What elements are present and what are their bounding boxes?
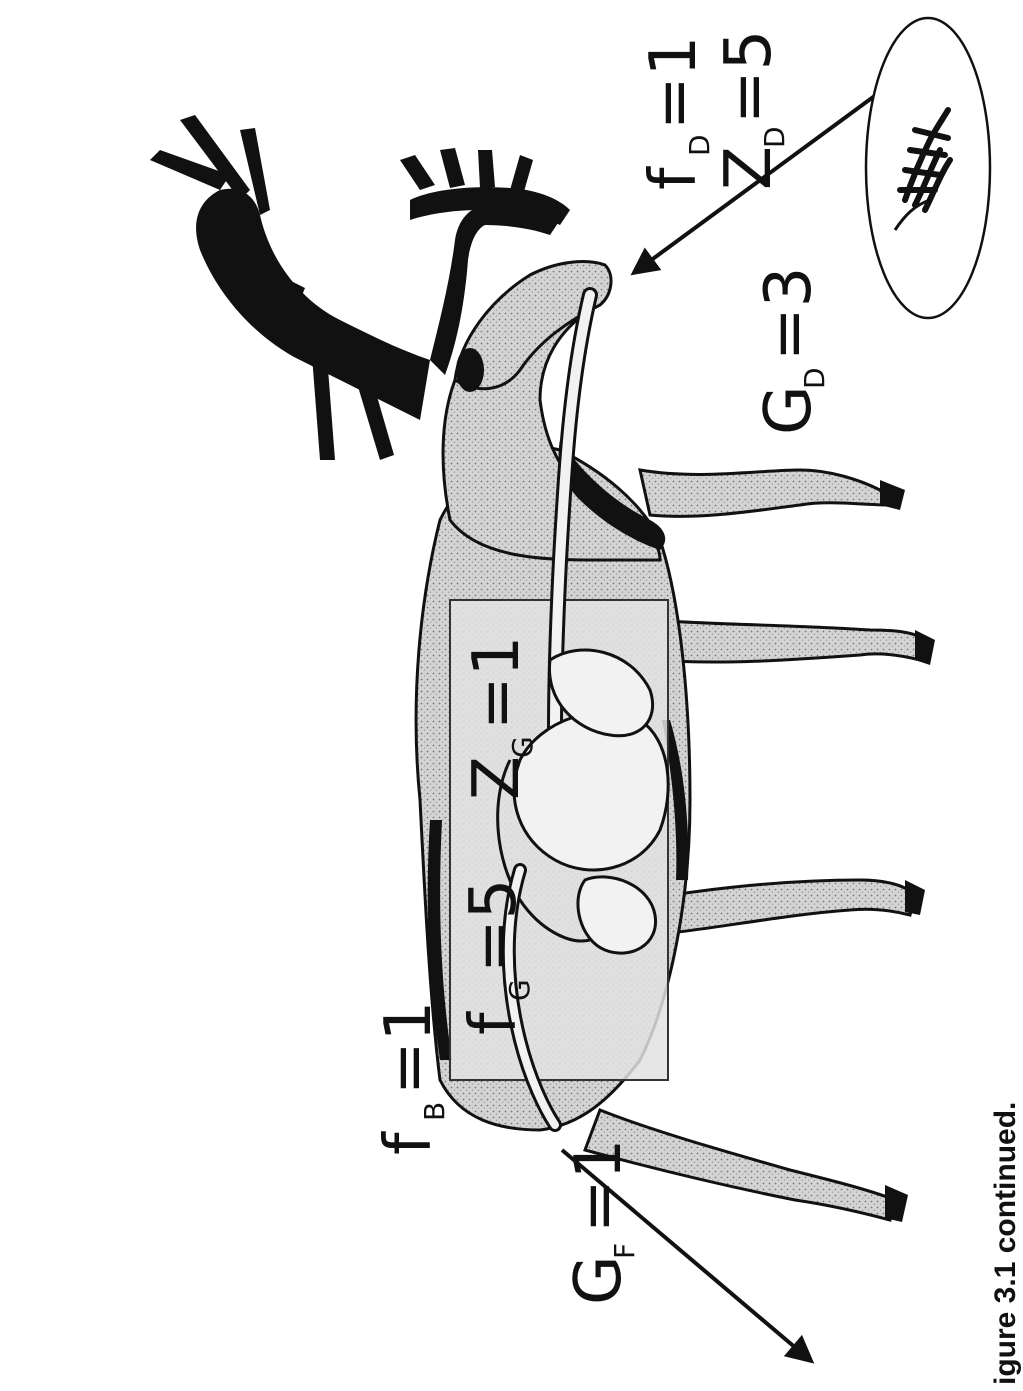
- label-GD-eq: =3: [752, 267, 826, 361]
- label-fG-sub: G: [503, 979, 536, 1001]
- label-fD-base: f: [637, 166, 711, 190]
- label-ZG-eq: =1: [460, 636, 534, 730]
- label-ZG: Z G =1: [460, 636, 539, 800]
- label-ZD-base: Z: [712, 146, 786, 190]
- hoof-1: [880, 480, 905, 510]
- label-GF-sub: F: [608, 1243, 641, 1259]
- hoof-2: [915, 630, 935, 665]
- leg-front-right: [650, 620, 925, 662]
- label-GD: G D =3: [752, 267, 831, 435]
- antler-left: [196, 189, 430, 420]
- rumen: [514, 712, 668, 870]
- label-GF-base: G: [562, 1255, 636, 1305]
- label-fG-eq: =5: [457, 879, 531, 973]
- label-GF: G F =1: [562, 1139, 641, 1305]
- figure-caption-text: igure 3.1 continued.: [989, 1102, 1022, 1385]
- hoof-4: [885, 1185, 908, 1222]
- label-GF-eq: =1: [562, 1139, 636, 1233]
- label-ZG-sub: G: [506, 736, 539, 758]
- label-ZD-sub: D: [758, 126, 791, 148]
- label-fB-base: f: [372, 1131, 446, 1155]
- label-fB-sub: B: [418, 1102, 451, 1121]
- label-fB: f B =1: [372, 1001, 451, 1155]
- label-fD-eq: =1: [637, 36, 711, 130]
- label-GD-sub: D: [798, 367, 831, 389]
- hoof-3: [905, 880, 925, 915]
- label-fD: f D =1: [637, 36, 716, 190]
- label-ZG-base: Z: [460, 756, 534, 800]
- leg-front-left: [640, 470, 890, 516]
- lichen-ellipse: [866, 18, 990, 318]
- label-GD-base: G: [752, 385, 826, 435]
- figure-caption: igure 3.1 continued.: [989, 1102, 1022, 1385]
- label-ZD: Z D =5: [712, 30, 791, 190]
- label-fG-base: f: [457, 1011, 531, 1035]
- eye: [456, 348, 484, 392]
- label-fB-eq: =1: [372, 1001, 446, 1095]
- label-ZD-eq: =5: [712, 30, 786, 124]
